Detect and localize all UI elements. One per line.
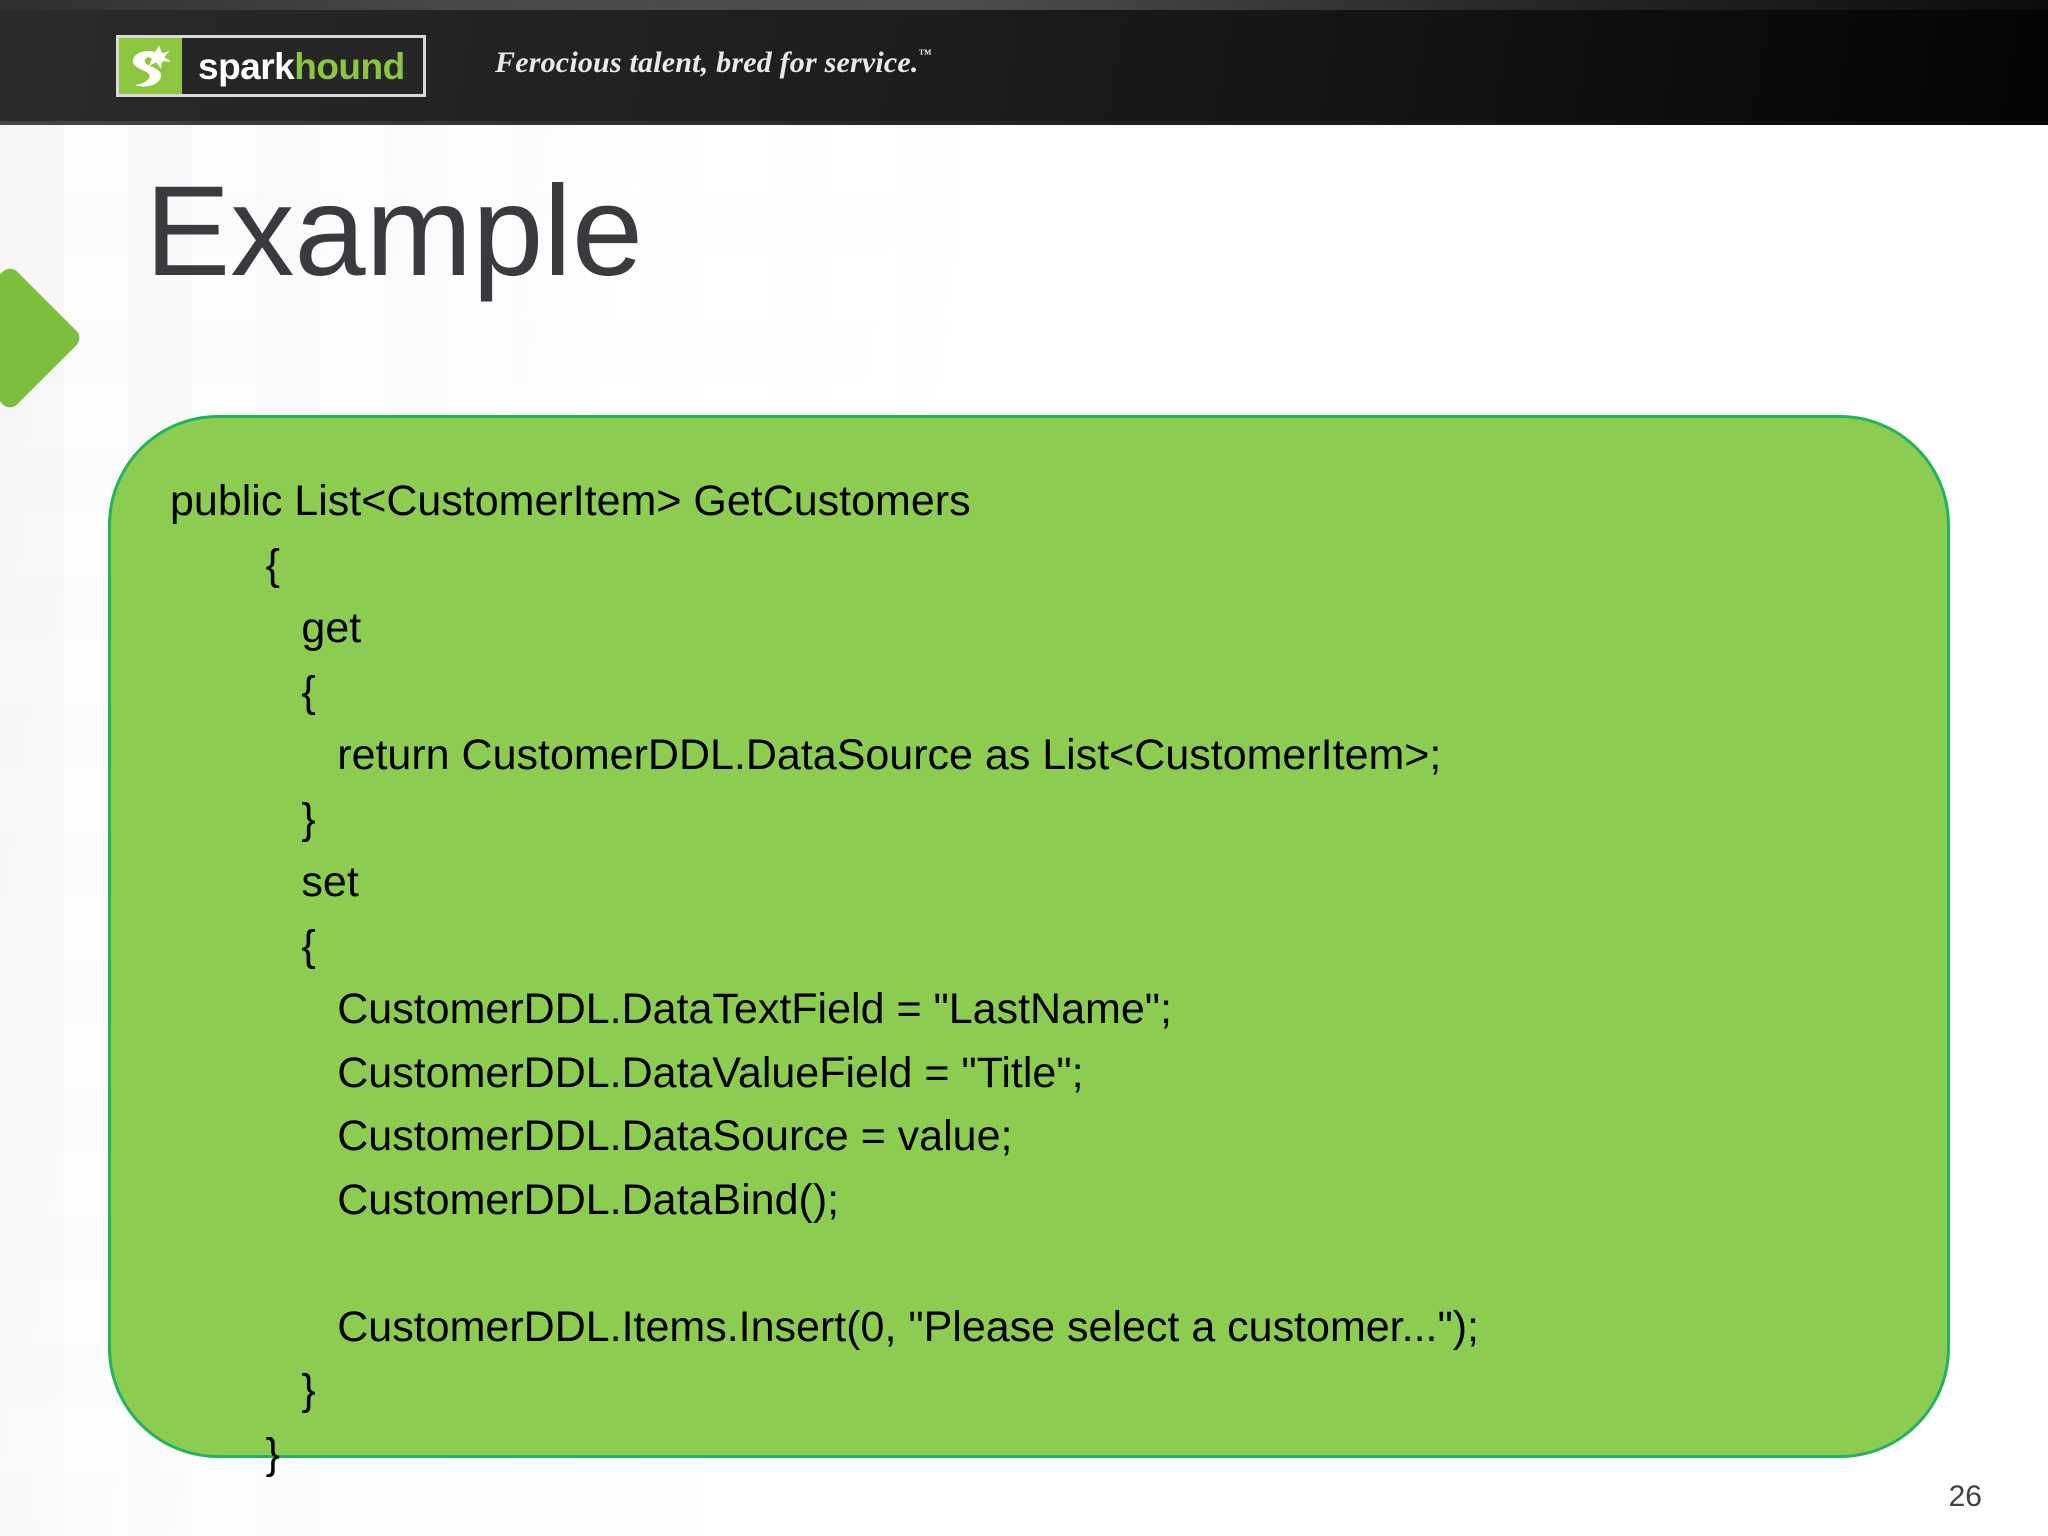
code-panel bbox=[108, 415, 1950, 1458]
code-line: { bbox=[170, 540, 280, 589]
code-line bbox=[170, 1232, 1970, 1296]
code-line: { bbox=[170, 667, 316, 716]
header-bottom-edge bbox=[0, 121, 2048, 125]
code-line: } bbox=[170, 1366, 316, 1414]
code-block: public List<CustomerItem> GetCustomers {… bbox=[170, 470, 1970, 1486]
logo-word-hound: hound bbox=[294, 45, 405, 87]
code-line: return CustomerDDL.DataSource as List<Cu… bbox=[170, 731, 1442, 779]
code-line: set bbox=[170, 858, 359, 906]
code-line: CustomerDDL.Items.Insert(0, "Please sele… bbox=[170, 1302, 1480, 1351]
trademark-symbol: ™ bbox=[918, 46, 932, 61]
code-line: CustomerDDL.DataValueField = "Title"; bbox=[170, 1048, 1084, 1097]
code-line: CustomerDDL.DataTextField = "LastName"; bbox=[170, 985, 1172, 1033]
page-number: 26 bbox=[1948, 1480, 1982, 1513]
tagline: Ferocious talent, bred for service.™ bbox=[495, 46, 932, 80]
code-line: CustomerDDL.DataSource = value; bbox=[170, 1112, 1013, 1160]
tagline-text: Ferocious talent, bred for service. bbox=[495, 46, 919, 79]
code-line: get bbox=[170, 604, 362, 652]
page-title: Example bbox=[145, 160, 643, 303]
logo-word-spark: spark bbox=[198, 45, 295, 87]
code-line: { bbox=[170, 921, 316, 970]
header-bar bbox=[0, 0, 2048, 125]
spark-s-swoosh-star-icon bbox=[119, 38, 182, 94]
code-line: } bbox=[170, 1429, 280, 1478]
header-top-gloss bbox=[0, 0, 2048, 10]
code-line: } bbox=[170, 794, 316, 843]
code-line: CustomerDDL.DataBind(); bbox=[170, 1175, 840, 1224]
code-line: public List<CustomerItem> GetCustomers bbox=[170, 477, 971, 525]
